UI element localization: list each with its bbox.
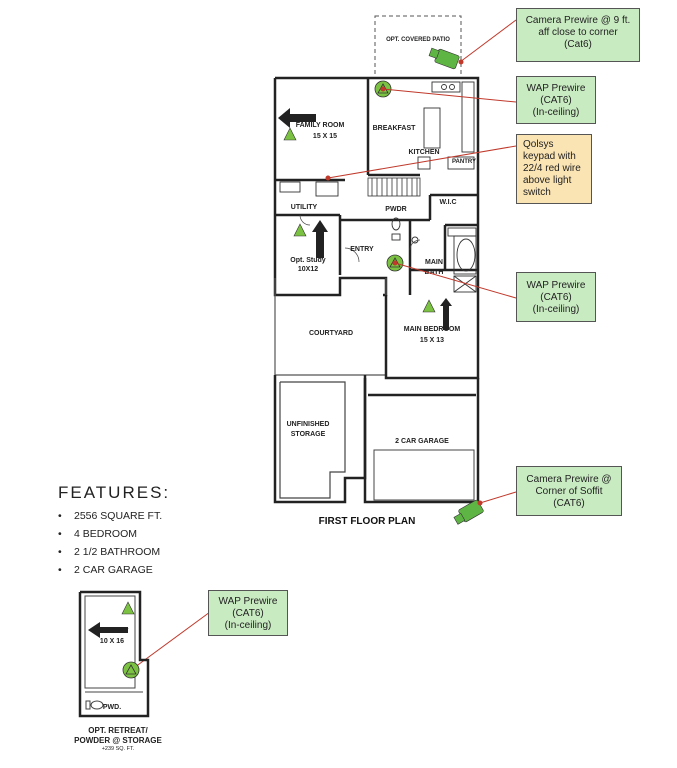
callout-wap-retreat-line3: (In-ceiling) (224, 620, 272, 631)
callout-camera-soffit-line2: Corner of Soffit (535, 486, 603, 497)
pwd-label: PWD. (103, 704, 121, 711)
covered-patio-outline (374, 15, 462, 79)
arrow-family-room (278, 108, 316, 128)
camera-icon-soffit (453, 499, 484, 525)
family-room-size: 15 X 15 (313, 133, 337, 140)
callout-wap-mid: WAP Prewire (CAT6) (In-ceiling) (516, 272, 596, 322)
callout-qolsys-line5: switch (523, 187, 551, 198)
entry-label: ENTRY (350, 246, 374, 253)
callout-wap-mid-line1: WAP Prewire (526, 280, 586, 291)
callout-wap-top: WAP Prewire (CAT6) (In-ceiling) (516, 76, 596, 124)
courtyard-outline (274, 278, 387, 376)
callout-qolsys-line4: above light (523, 175, 572, 186)
unfinished-storage-label-1: UNFINISHED (287, 421, 330, 428)
floor-plan-caption: FIRST FLOOR PLAN (319, 516, 416, 527)
callout-camera-soffit-line3: (CAT6) (553, 498, 585, 509)
feature-item: 2 1/2 BATHROOM (58, 543, 170, 561)
callout-wap-retreat-line2: (CAT6) (232, 608, 264, 619)
retreat-label: RETREAT (96, 628, 129, 635)
callout-camera-patio-line2: aff close to corner (538, 27, 618, 38)
retreat-caption-line1: OPT. RETREAT/ (88, 726, 148, 735)
callout-qolsys-line3: 22/4 red wire (523, 163, 581, 174)
pwdr-label: PWDR (385, 206, 406, 213)
bath-fixtures (391, 217, 477, 293)
feature-item: 2556 SQUARE FT. (58, 507, 170, 525)
bedroom-block (384, 295, 480, 380)
leader-lines (128, 19, 517, 673)
wap-symbol-retreat (122, 661, 140, 679)
storage-inner-outline (279, 381, 475, 501)
callout-camera-soffit-line1: Camera Prewire @ (526, 474, 612, 485)
feature-item: 2 CAR GARAGE (58, 561, 170, 579)
camera-icon-patio (428, 47, 460, 70)
features-list: 2556 SQUARE FT. 4 BEDROOM 2 1/2 BATHROOM… (58, 507, 170, 579)
pantry-label: PANTRY (452, 159, 476, 165)
wap-symbol-study (293, 223, 307, 237)
arrow-bedroom (440, 298, 452, 330)
wic-label: W.I.C (439, 199, 456, 206)
wap-symbol-bedroom (422, 299, 436, 313)
stairs (367, 177, 421, 197)
study-size: 10X12 (298, 266, 318, 273)
features-section: FEATURES: 2556 SQUARE FT. 4 BEDROOM 2 1/… (58, 483, 170, 579)
kitchen-label: KITCHEN (408, 149, 439, 156)
arrow-study (312, 220, 328, 258)
feature-item: 4 BEDROOM (58, 525, 170, 543)
callout-qolsys-line2: keypad with (523, 151, 576, 162)
covered-patio-label: OPT. COVERED PATIO (386, 37, 450, 43)
features-heading: FEATURES: (58, 483, 171, 502)
retreat-caption-line3: +239 SQ. FT. (101, 746, 135, 752)
retreat-caption-line2: POWDER @ STORAGE (74, 736, 162, 745)
main-bath-label-2: BATH (425, 269, 444, 276)
callout-wap-mid-line2: (CAT6) (540, 292, 572, 303)
main-bath-label-1: MAIN (425, 259, 443, 266)
callout-qolsys-keypad: Qolsys keypad with 22/4 red wire above l… (516, 134, 592, 204)
callout-camera-patio-line3: (Cat6) (564, 39, 592, 50)
retreat-walls (78, 590, 150, 718)
callout-wap-top-line1: WAP Prewire (526, 83, 586, 94)
callout-qolsys-line1: Qolsys (523, 139, 554, 150)
main-bedroom-label: MAIN BEDROOM (404, 326, 461, 333)
kitchen-fixtures (417, 81, 475, 170)
callout-camera-patio-line1: Camera Prewire @ 9 ft. (525, 15, 631, 26)
house-walls (273, 76, 480, 297)
callout-wap-top-line3: (In-ceiling) (532, 107, 580, 118)
family-room-label: FAMILY ROOM (296, 122, 345, 129)
unfinished-storage-label-2: STORAGE (291, 431, 326, 438)
retreat-arrow (88, 622, 128, 638)
callout-wap-retreat: WAP Prewire (CAT6) (In-ceiling) (208, 590, 288, 636)
wap-symbol-family-room (283, 127, 297, 141)
callout-wap-top-line2: (CAT6) (540, 95, 572, 106)
retreat-caption: OPT. RETREAT/ POWDER @ STORAGE +239 SQ. … (60, 726, 176, 753)
callout-camera-soffit: Camera Prewire @ Corner of Soffit (CAT6) (516, 466, 622, 516)
breakfast-label: BREAKFAST (373, 125, 417, 132)
garage-label: 2 CAR GARAGE (395, 438, 449, 445)
door-swings (299, 214, 421, 263)
retreat-fixtures (84, 595, 143, 710)
callout-camera-patio: Camera Prewire @ 9 ft. aff close to corn… (516, 8, 640, 62)
study-label: Opt. Study (290, 257, 325, 264)
wap-symbol-retreat-top (121, 601, 135, 615)
utility-fixtures (279, 181, 339, 197)
retreat-size: 10 X 16 (100, 638, 124, 645)
callout-wap-retreat-line1: WAP Prewire (218, 596, 278, 607)
callout-wap-mid-line3: (In-ceiling) (532, 304, 580, 315)
main-bedroom-size: 15 X 13 (420, 337, 444, 344)
utility-label: UTILITY (291, 204, 318, 211)
courtyard-label: COURTYARD (309, 330, 353, 337)
garage-block (273, 375, 480, 504)
